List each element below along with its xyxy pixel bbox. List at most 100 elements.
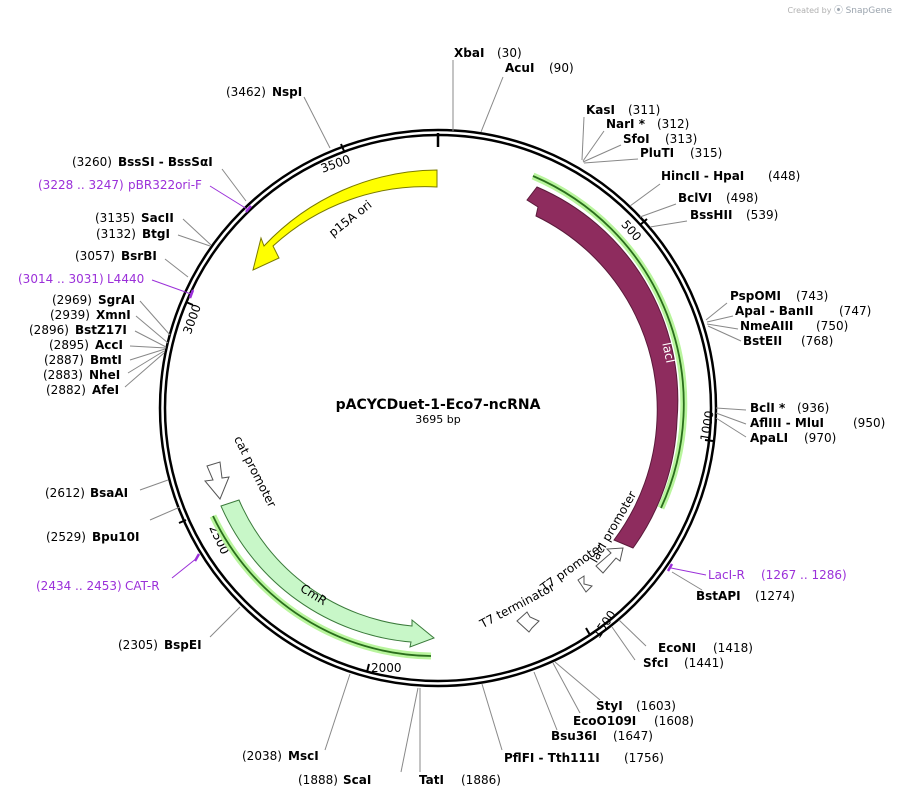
site-name: BtgI [142,227,170,241]
primer-name: L4440 [107,272,144,286]
tick-2000 [366,663,370,673]
primer-mark-pbr322ori-f [245,205,252,213]
site-pos: (2896) [29,323,69,337]
site-name: XmnI [96,308,131,322]
primer-range: (3228 .. 3247) [38,178,124,192]
site-name: BssSI - BssSαI [118,155,213,169]
tick-label-1500: 1500 [590,608,619,641]
site-pos: (312) [657,117,689,131]
cmr-annotation-line [212,515,432,657]
snapgene-logo-icon: ⦿ [834,6,844,16]
site-pos: (3132) [96,227,136,241]
site-pos: (936) [797,401,829,415]
site-name: ApaLI [750,431,788,445]
primer-name: CAT-R [125,579,160,593]
site-pos: (1888) [298,773,338,787]
site-name: BstAPI [696,589,741,603]
t7-terminator-arrow [516,611,540,633]
watermark-prefix: Created by [787,6,832,15]
plasmid-name: pACYCDuet-1-Eco7-ncRNA [336,397,541,413]
site-pos: (2939) [50,308,90,322]
site-name: SgrAI [98,293,135,307]
site-pos: (2305) [118,638,158,652]
site-name: BmtI [90,353,122,367]
site-pos: (1608) [654,714,694,728]
cmr-feature-arrow [220,499,435,648]
tick-3500 [340,143,345,152]
site-name: HincII - HpaI [661,169,744,183]
site-pos: (3057) [75,249,115,263]
site-name: KasI [586,103,615,117]
site-name: NmeAIII [740,319,793,333]
site-name: SfoI [623,132,650,146]
site-pos: (970) [804,431,836,445]
site-pos: (1886) [461,773,501,787]
site-name: NheI [89,368,120,382]
site-pos: (2883) [43,368,83,382]
site-name: SfcI [643,656,668,670]
site-pos: (2887) [44,353,84,367]
site-name: NarI * [606,117,646,131]
site-pos: (750) [816,319,848,333]
site-pos: (3135) [95,211,135,225]
site-name: ScaI [343,773,371,787]
site-name: PspOMI [730,289,781,303]
primer-range: (3014 .. 3031) [18,272,104,286]
site-name: AccI [95,338,123,352]
t7-terminator-label: T7 terminator [477,580,557,632]
site-pos: (3462) [226,85,266,99]
site-name: EcoO109I [573,714,636,728]
site-name: ApaI - BanII [735,304,814,318]
site-name: AflIII - MluI [750,416,824,430]
site-name: MscI [288,749,319,763]
primer-name: pBR322ori-F [128,178,202,192]
site-name: TatI [419,773,444,787]
site-name: StyI [596,699,623,713]
site-pos: (2895) [49,338,89,352]
site-pos: (2529) [46,530,86,544]
site-name: AfeI [92,383,119,397]
tick-3000 [185,301,194,306]
site-name: BstZ17I [75,323,127,337]
restriction-site-labels: XbaI (30) AcuI (90) KasI (311) NarI * (3… [29,46,885,787]
site-name: BsrBI [121,249,157,263]
primer-range: (2434 .. 2453) [36,579,122,593]
site-name: AcuI [505,61,534,75]
primer-name: LacI-R [708,568,745,582]
site-pos: (1647) [613,729,653,743]
t7-promoter-arrow [577,575,593,593]
site-pos: (1418) [713,641,753,655]
site-pos: (1756) [624,751,664,765]
primer-mark-l4440 [188,289,195,299]
site-pos: (768) [801,334,833,348]
site-pos: (90) [549,61,574,75]
site-pos: (743) [796,289,828,303]
site-name: BstEII [743,334,782,348]
site-pos: (30) [497,46,522,60]
tick-label-1000: 1000 [698,410,717,443]
site-pos: (498) [726,191,758,205]
site-name: EcoNI [658,641,696,655]
site-name: XbaI [454,46,484,60]
tick-2500 [178,519,187,524]
snapgene-watermark: Created by ⦿ SnapGene [787,3,892,16]
tick-1000 [704,439,714,442]
site-pos: (1441) [684,656,724,670]
watermark-brand: SnapGene [845,6,892,16]
cat-promoter-label: cat promoter [231,434,279,510]
site-name: PluTI [640,146,674,160]
site-pos: (448) [768,169,800,183]
site-name: Bsu36I [551,729,597,743]
site-name: SacII [141,211,174,225]
site-pos: (313) [665,132,697,146]
site-pos: (3260) [72,155,112,169]
tick-500 [639,218,648,226]
site-name: Bpu10I [92,530,139,544]
laci-feature-label: lacI [659,341,677,364]
site-pos: (2969) [52,293,92,307]
p15a-ori-feature-arrow [252,169,438,271]
primer-marks [188,205,674,572]
site-name: NspI [272,85,302,99]
site-name: BclI * [750,401,786,415]
primer-leader-lines [151,185,707,579]
